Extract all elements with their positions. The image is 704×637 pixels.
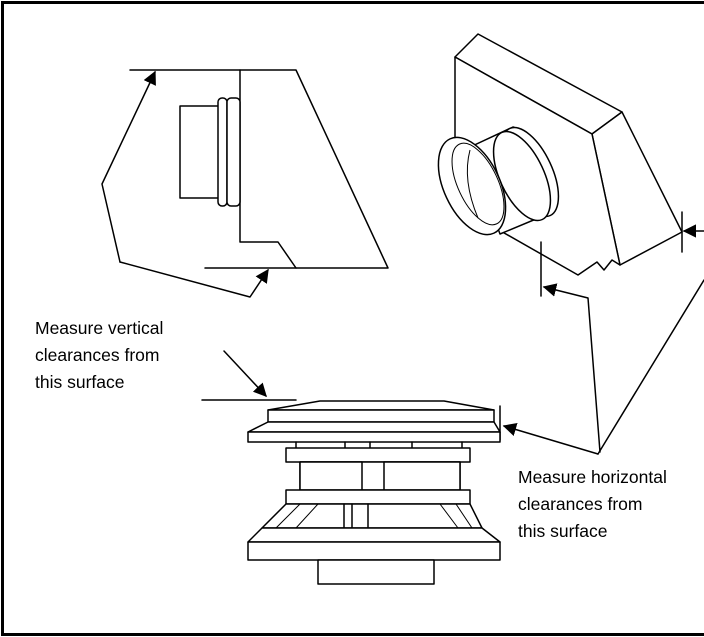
horizontal-clearance-label: Measure horizontal clearances from this … (518, 467, 672, 541)
horizontal-label-line-1: Measure horizontal (518, 467, 667, 487)
vent-cap-isometric-view (437, 33, 683, 297)
vent-cap-side-view (129, 69, 389, 269)
horizontal-label-line-2: clearances from (518, 494, 643, 514)
arrow-icon (119, 261, 269, 298)
horizontal-label-line-3: this surface (518, 521, 607, 541)
vertical-label-line-1: Measure vertical (35, 318, 163, 338)
arrow-icon (101, 70, 156, 263)
arrow-icon (597, 279, 704, 455)
arrow-icon (223, 350, 267, 397)
round-vent-terminal-view (201, 399, 501, 585)
vertical-label-line-2: clearances from (35, 345, 160, 365)
vertical-label-line-3: this surface (35, 372, 124, 392)
arrow-icon (502, 422, 599, 455)
arrow-icon (542, 283, 601, 453)
vertical-clearance-label: Measure vertical clearances from this su… (35, 318, 168, 392)
